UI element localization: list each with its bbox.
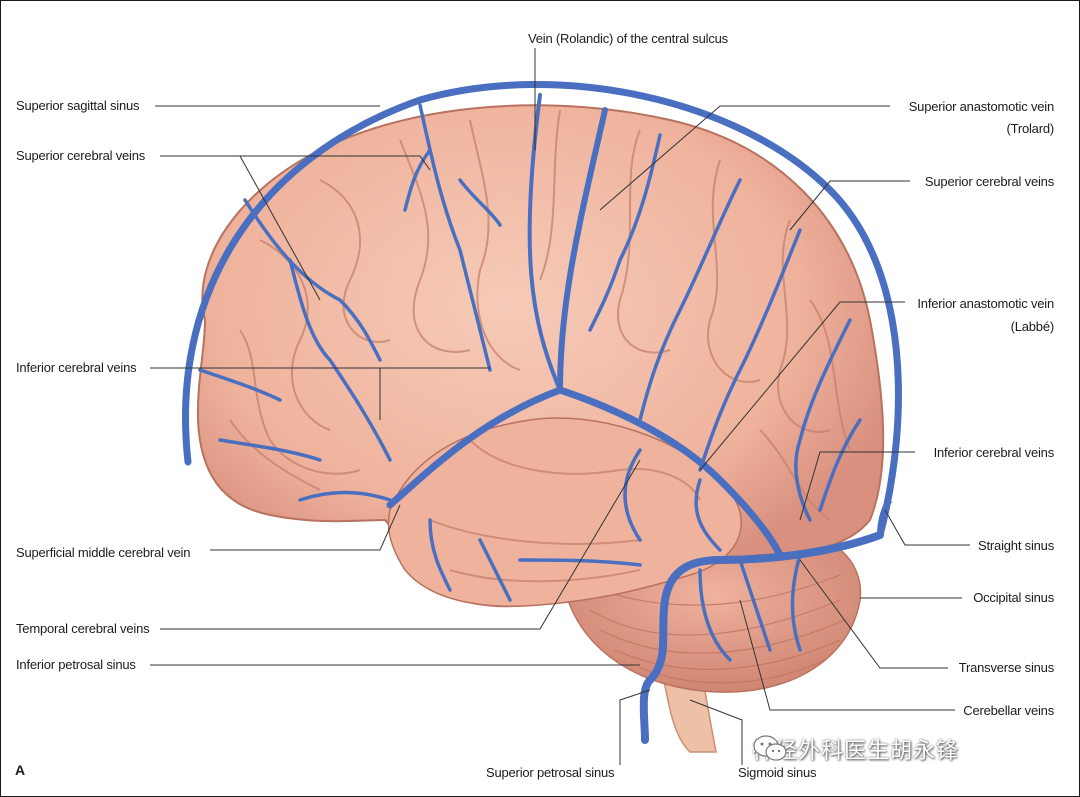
label-occipital-sinus: Occipital sinus	[973, 590, 1054, 605]
wechat-icon	[753, 735, 787, 761]
label-inferior-anastomotic-vein-eponym: (Labbé)	[1010, 319, 1055, 334]
label-superior-cerebral-veins-right: Superior cerebral veins	[924, 174, 1054, 189]
label-superficial-middle-cerebral-vein: Superficial middle cerebral vein	[16, 545, 191, 560]
label-superior-sagittal-sinus: Superior sagittal sinus	[16, 98, 140, 113]
label-sigmoid-sinus: Sigmoid sinus	[738, 765, 817, 780]
label-superior-anastomotic-vein-eponym: (Trolard)	[1006, 121, 1054, 136]
label-straight-sinus: Straight sinus	[978, 538, 1054, 553]
label-superior-petrosal-sinus: Superior petrosal sinus	[486, 765, 615, 780]
cerebral-veins	[198, 103, 862, 662]
superficial-middle-cerebral-vein	[386, 386, 784, 559]
label-vein-central-sulcus: Vein (Rolandic) of the central sulcus	[528, 31, 728, 46]
watermark: 神经外科医生胡永锋	[752, 733, 959, 765]
label-superior-cerebral-veins-left: Superior cerebral veins	[16, 148, 146, 163]
vein-central-sulcus	[557, 107, 608, 393]
superior-anastomotic-vein	[527, 93, 562, 392]
gyri-folds	[229, 109, 851, 583]
straight-sinus	[877, 497, 893, 536]
transverse-sinus	[639, 531, 884, 744]
panel-letter: A	[15, 762, 26, 778]
label-inferior-petrosal-sinus: Inferior petrosal sinus	[16, 657, 136, 672]
label-superior-anastomotic-vein: Superior anastomotic vein	[908, 99, 1055, 114]
label-transverse-sinus: Transverse sinus	[958, 660, 1054, 675]
label-inferior-anastomotic-vein: Inferior anastomotic vein	[917, 296, 1054, 311]
superior-sagittal-sinus	[182, 81, 902, 539]
leader-lines	[150, 48, 970, 765]
label-inferior-cerebral-veins-left: Inferior cerebral veins	[16, 360, 137, 375]
label-temporal-cerebral-veins: Temporal cerebral veins	[16, 621, 150, 636]
label-cerebellar-veins: Cerebellar veins	[963, 703, 1054, 718]
label-inferior-cerebral-veins-right: Inferior cerebral veins	[933, 445, 1055, 460]
